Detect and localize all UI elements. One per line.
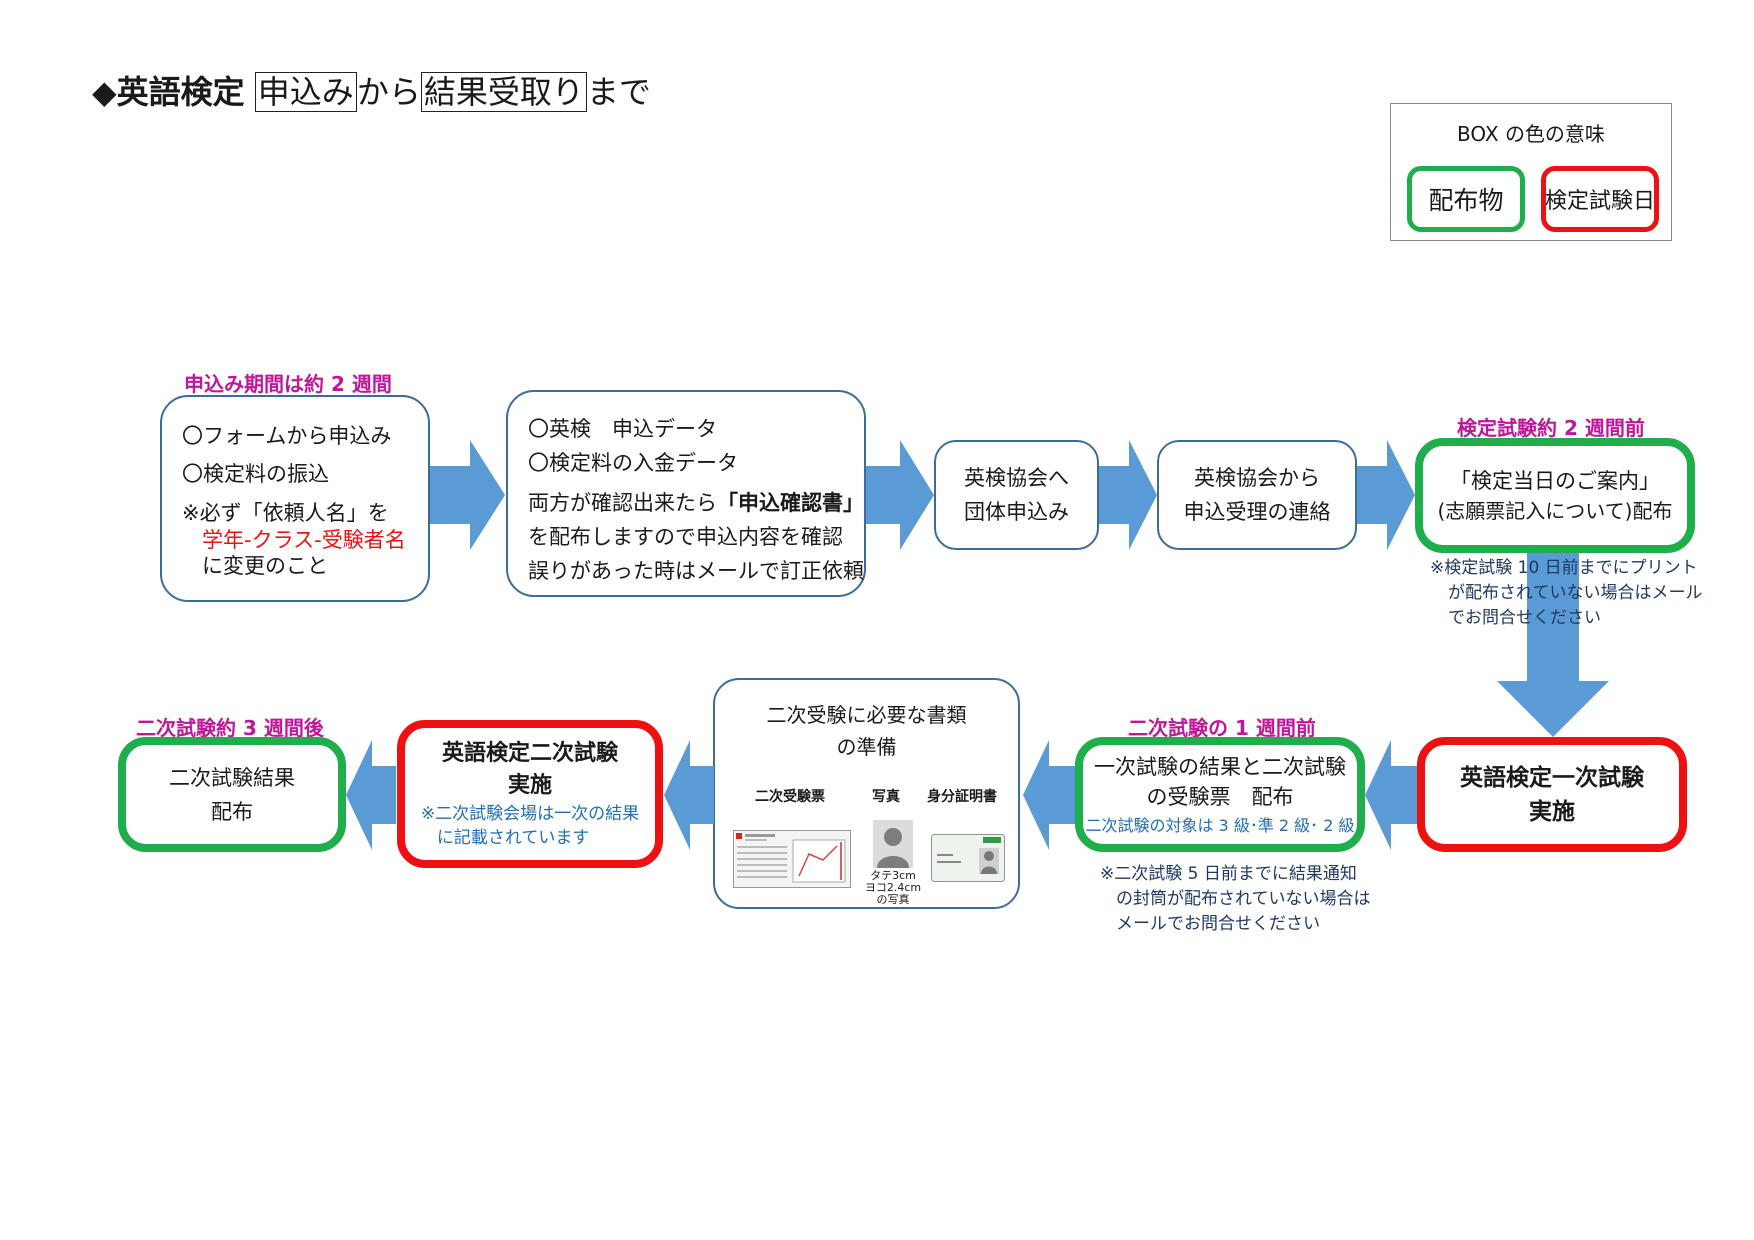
caption-result1: 二次試験の 1 週間前 [1128,716,1316,740]
docs-ticket-label: 二次受験票 [755,789,825,805]
guide-note-line1: ※検定試験 10 日前までにプリント [1430,558,1698,578]
group-line1: 英検協会へ [964,466,1069,490]
confirm-line3-bold: 「申込確認書」 [717,491,864,515]
confirm-line3: 両方が確認出来たら「申込確認書」 [528,486,864,520]
exam2-note: ※二次試験会場は一次の結果 に記載されています [421,802,639,850]
docs-photo-label: 写真 [872,789,900,805]
result1-sub: 二次試験の対象は 3 級･準 2 級･ 2 級 [1085,815,1355,835]
box-exam2: 英語検定二次試験 実施 ※二次試験会場は一次の結果 に記載されています [397,720,663,868]
result2-line1: 二次試験結果 [169,765,295,790]
result1-note-line3: メールでお問合せください [1116,914,1320,934]
title-lead: ◆英語検定 [92,73,245,111]
box-guide: 「検定当日のご案内」 (志願票記入について)配布 [1415,438,1695,553]
apply-line1: 〇フォームから申込み [182,424,392,448]
caption-apply-period: 申込み期間は約 2 週間 [184,372,392,396]
exam2-line1: 英語検定二次試験 [441,741,618,766]
box-result2: 二次試験結果 配布 [118,737,346,852]
legend-red-box: 検定試験日 [1541,166,1659,232]
title-tail: まで [586,73,651,111]
arrow-exam2-to-result2 [346,740,396,850]
legend-green-label: 配布物 [1428,186,1504,215]
docs-line2: の準備 [836,735,897,759]
exam1-line2: 実施 [1529,798,1575,825]
arrow-apply-to-confirm [430,440,505,550]
caption-guide: 検定試験約 2 週間前 [1457,416,1645,440]
box-group-apply: 英検協会へ 団体申込み [934,440,1099,550]
title-boxed-apply: 申込み [254,72,357,112]
guide-line2: (志願票記入について)配布 [1437,498,1673,523]
arrow-result1-to-docs [1023,740,1075,850]
box-exam1: 英語検定一次試験 実施 [1417,737,1687,852]
confirm-line1: 〇英検 申込データ [528,417,717,441]
apply-line2: 〇検定料の振込 [182,462,329,486]
exam-ticket-image [733,830,851,888]
receipt-line2: 申込受理の連絡 [1183,500,1331,524]
photo-caption-line3: の写真 [876,893,910,906]
arrow-guide-to-exam1 [1497,553,1609,737]
page-title: ◆英語検定 申込みから結果受取りまで [92,70,651,114]
guide-note-line2: が配布されていない場合はメール [1448,583,1703,603]
confirm-line3-pre: 両方が確認出来たら [528,491,717,515]
photo-caption-line1: タテ3cm [870,869,916,882]
arrow-receipt-to-guide [1357,440,1415,550]
box-docs: 二次受験に必要な書類 の準備 二次受験票 写真 身分証明書 タテ [713,678,1020,909]
caption-result2: 二次試験約 3 週間後 [136,716,324,740]
exam2-note-line1: ※二次試験会場は一次の結果 [420,804,640,824]
exam2-note-line2: に記載されています [436,828,590,848]
confirm-line2: 〇検定料の入金データ [528,451,738,475]
photo-caption-line2: ヨコ2.4cm [864,881,922,894]
legend-red-label: 検定試験日 [1545,189,1656,214]
box-apply: 〇フォームから申込み 〇検定料の振込 ※必ず「依頼人名」を 学年-クラス-受験者… [160,395,430,602]
group-line2: 団体申込み [964,500,1069,524]
arrow-docs-to-exam2 [664,740,714,850]
docs-id-label: 身分証明書 [927,789,997,805]
title-mid: から [356,73,421,111]
person-photo-icon [873,820,913,868]
apply-line5: に変更のこと [202,554,328,578]
box-receipt: 英検協会から 申込受理の連絡 [1157,440,1357,550]
result1-note-line1: ※二次試験 5 日前までに結果通知 [1100,864,1357,884]
arrow-group-to-receipt [1099,440,1157,550]
guide-note-line3: でお問合せください [1448,608,1601,628]
id-card-image [931,834,1005,882]
arrow-exam1-to-result1 [1365,740,1417,850]
exam2-line2: 実施 [507,773,552,798]
confirm-line5: 誤りがあった時はメールで訂正依頼 [528,559,864,583]
box-confirm: 〇英検 申込データ 〇検定料の入金データ 両方が確認出来たら「申込確認書」 を配… [506,390,866,597]
legend-green-box: 配布物 [1407,166,1525,232]
receipt-line1: 英検協会から [1194,466,1320,490]
legend-heading: BOX の色の意味 [1457,122,1605,146]
result1-line1: 一次試験の結果と二次試験 [1094,754,1346,779]
legend: BOX の色の意味 配布物 検定試験日 [1390,103,1672,241]
docs-line1: 二次受験に必要な書類 [766,703,967,727]
result2-line2: 配布 [211,799,253,824]
apply-line3: ※必ず「依頼人名」を [182,501,389,525]
result1-note-line2: の封筒が配布されていない場合は [1116,889,1371,909]
confirm-line4: を配布しますので申込内容を確認 [528,525,843,549]
guide-line1: 「検定当日のご案内」 [1450,468,1660,493]
result1-note: ※二次試験 5 日前までに結果通知 の封筒が配布されていない場合は メールでお問… [1100,862,1371,937]
arrow-confirm-to-group [866,440,934,550]
photo-caption: タテ3cm ヨコ2.4cm の写真 [857,870,929,906]
guide-note: ※検定試験 10 日前までにプリント が配布されていない場合はメール でお問合せ… [1430,556,1703,631]
result1-line2: の受験票 配布 [1146,784,1294,809]
apply-line4: 学年-クラス-受験者名 [202,528,406,552]
title-boxed-result: 結果受取り [420,72,587,112]
box-result1: 一次試験の結果と二次試験 の受験票 配布 二次試験の対象は 3 級･準 2 級･… [1075,737,1365,852]
exam1-line1: 英語検定一次試験 [1460,764,1644,791]
